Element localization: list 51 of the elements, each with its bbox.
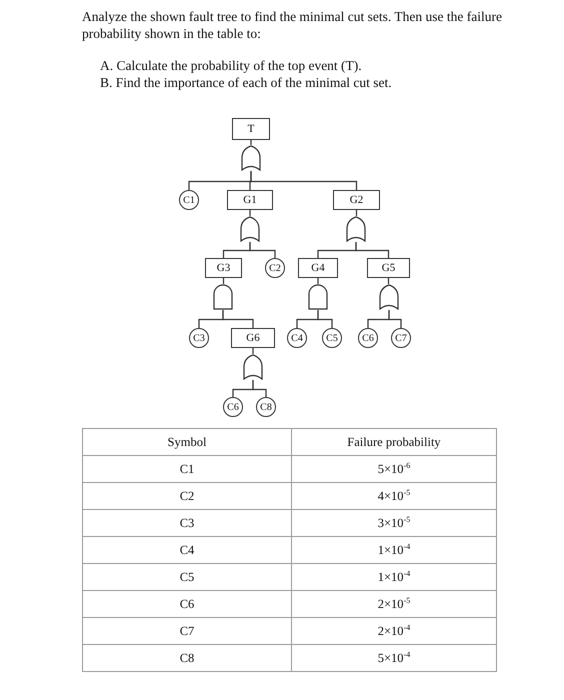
basic-event-circle: C4 [287, 328, 307, 348]
basic-event-circle: C2 [265, 258, 285, 278]
table-cell: 4×10$^{-5}$ [292, 482, 496, 510]
table-cell: C2 [82, 482, 292, 510]
table-cell: Symbol [82, 428, 292, 456]
basic-event-circle: C7 [391, 328, 411, 348]
event-box: G4 [298, 258, 338, 278]
table-cell: 5×10$^{-4}$ [292, 644, 496, 672]
basic-event-circle: C8 [256, 397, 276, 417]
table-cell: C7 [82, 618, 292, 644]
connector-line [249, 242, 276, 258]
event-box: G5 [367, 258, 410, 278]
or-gate-symbol [240, 216, 260, 242]
table-cell: C6 [82, 590, 292, 618]
connector-line [355, 242, 390, 258]
table-cell: 1×10$^{-4}$ [292, 564, 496, 590]
table-cell: C8 [82, 644, 292, 672]
list-item: A. Calculate the probability of the top event (T). [100, 57, 362, 74]
or-gate-symbol [243, 354, 263, 380]
event-box: T [232, 118, 270, 140]
and-gate-symbol [308, 284, 328, 310]
connector-line [222, 310, 254, 328]
table-cell: 2×10$^{-5}$ [292, 590, 496, 618]
event-box: G2 [333, 190, 380, 210]
event-box: G6 [231, 328, 275, 348]
question-text: Analyze the shown fault tree to find the minimal cut sets. Then use the failure probability shown in the table to: [82, 8, 502, 42]
event-box: G1 [227, 190, 273, 210]
connector-line [250, 171, 358, 190]
table-cell: C5 [82, 564, 292, 590]
basic-event-circle: C6 [358, 328, 378, 348]
table-cell: C4 [82, 536, 292, 564]
table-cell: Failure probability [292, 428, 496, 456]
basic-event-circle: C5 [322, 328, 342, 348]
connector-line [388, 310, 402, 328]
table-cell: C3 [82, 510, 292, 536]
or-gate-symbol [346, 216, 366, 242]
table-cell: 5×10$^{-6}$ [292, 456, 496, 482]
and-gate-symbol [213, 284, 233, 310]
connector-line [252, 380, 267, 397]
or-gate-symbol [379, 284, 399, 310]
event-box: G3 [205, 258, 242, 278]
basic-event-circle: C3 [189, 328, 209, 348]
connector-line [317, 310, 333, 328]
basic-event-circle: C1 [179, 190, 199, 210]
table-cell: C1 [82, 456, 292, 482]
table-cell: 2×10$^{-4}$ [292, 618, 496, 644]
or-gate-symbol [241, 145, 261, 171]
basic-event-circle: C6 [223, 397, 243, 417]
table-cell: 3×10$^{-5}$ [292, 510, 496, 536]
table-cell: 1×10$^{-4}$ [292, 536, 496, 564]
list-item: B. Find the importance of each of the minimal cut set. [100, 74, 392, 91]
